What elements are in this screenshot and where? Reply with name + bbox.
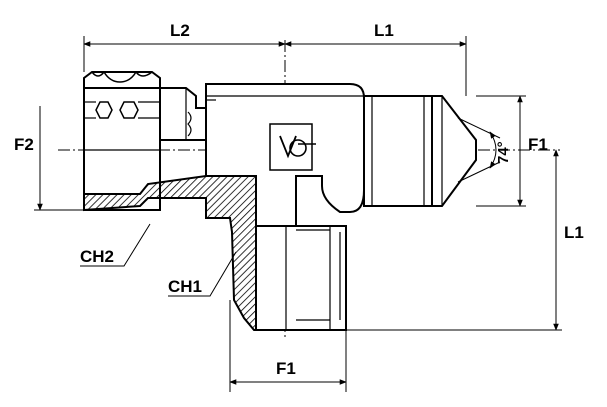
dimensions xyxy=(34,36,562,392)
label-cone-angle: 74° xyxy=(495,141,512,164)
leader-CH2 xyxy=(80,223,151,267)
collar xyxy=(159,87,207,141)
label-L1-right: L1 xyxy=(564,223,584,242)
cone-end-fitting xyxy=(363,95,501,207)
tee-body xyxy=(205,83,365,227)
label-F1-right: F1 xyxy=(528,135,548,154)
swivel-nut xyxy=(83,71,161,211)
label-F1-bottom: F1 xyxy=(276,359,296,378)
label-L2: L2 xyxy=(170,21,190,40)
bottom-leg xyxy=(255,225,347,331)
section-hatching xyxy=(83,175,257,331)
label-CH1: CH1 xyxy=(168,277,202,296)
leader-CH1 xyxy=(168,251,237,297)
label-L1-top: L1 xyxy=(374,21,394,40)
label-F2: F2 xyxy=(14,135,34,154)
label-CH2: CH2 xyxy=(80,247,114,266)
